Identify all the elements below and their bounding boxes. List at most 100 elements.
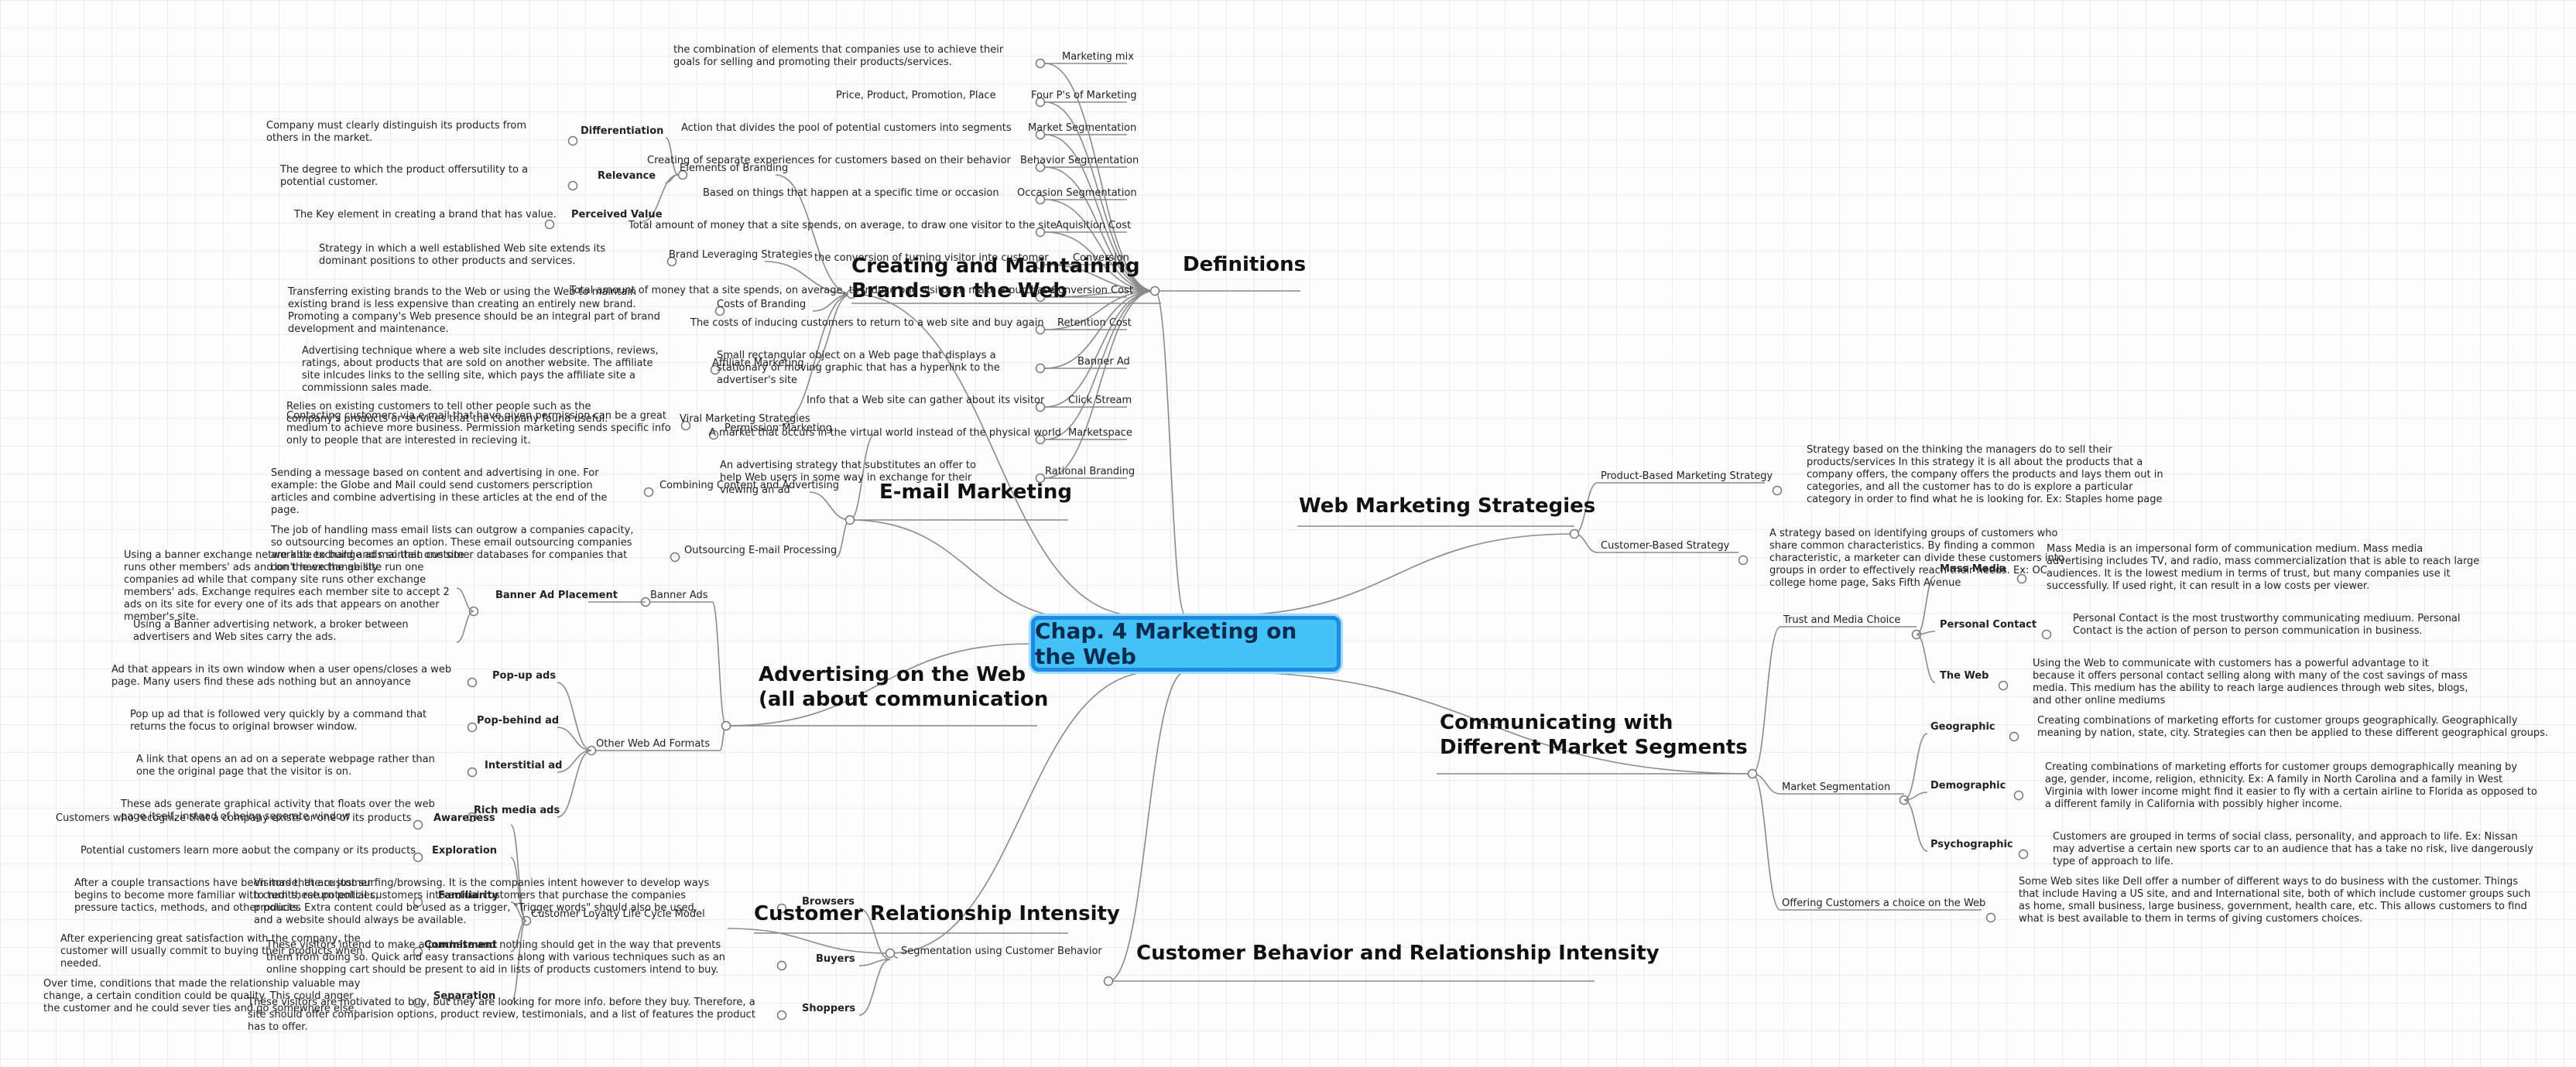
edge-central-advertising xyxy=(725,643,1032,727)
brand-costs-desc: Transferring existing brands to the Web … xyxy=(288,286,660,335)
ad-popbehind-term[interactable]: Pop-behind ad xyxy=(477,715,560,727)
element-toggle-1 xyxy=(567,180,578,191)
def-term-banner-ad[interactable]: Banner Ad xyxy=(1077,356,1130,368)
comm-personal-contact-term[interactable]: Personal Contact xyxy=(1940,619,2037,631)
edge-definition-11 xyxy=(1044,290,1156,440)
cri-exploration-term[interactable]: Exploration xyxy=(432,845,497,857)
brand-toggle-3 xyxy=(710,364,721,375)
edge-brand-3 xyxy=(807,293,852,371)
edge-definition-5 xyxy=(1044,231,1156,292)
edge-definition-3 xyxy=(1044,166,1156,292)
cri-lifecycle-label[interactable]: Customer Loyalty Life Cycle Model xyxy=(531,908,705,920)
ad-interstitial-desc: A link that opens an ad on a seperate we… xyxy=(136,754,435,778)
def-term-marketspace[interactable]: Marketspace xyxy=(1068,427,1132,439)
comm-choice-desc: Some Web sites like Dell offer a number … xyxy=(2019,876,2531,925)
branch-advertising[interactable]: Advertising on the Web (all about commun… xyxy=(759,663,1049,711)
branch-customer-relationship-intensity[interactable]: Customer Relationship Intensity xyxy=(754,902,1120,925)
comm-geographic-term[interactable]: Geographic xyxy=(1930,721,1995,733)
def-term-rational-branding[interactable]: Rational Branding xyxy=(1045,466,1136,477)
def-desc-conversion: the conversion of turning visitor into c… xyxy=(814,252,1049,264)
definitions-toggle xyxy=(1149,286,1160,296)
cri-awareness-term[interactable]: Awareness xyxy=(433,812,495,824)
def-term-conversion[interactable]: Conversion xyxy=(1073,252,1129,264)
def-toggle-11 xyxy=(1035,434,1046,445)
def-term-retention-cost[interactable]: Retention Cost xyxy=(1057,317,1132,329)
comm-segmentation-label[interactable]: Market Segmentation xyxy=(1782,781,1891,793)
branch-definitions[interactable]: Definitions xyxy=(1183,253,1307,276)
def-desc-retention-cost: The costs of inducing customers to retur… xyxy=(690,317,1044,329)
def-toggle-1 xyxy=(1035,97,1046,108)
branch-communicating-segments[interactable]: Communicating with Different Market Segm… xyxy=(1440,711,1748,759)
brand-viral-term[interactable]: Viral Marketing Strategies xyxy=(680,413,810,425)
cri-commitment-term[interactable]: Commitment xyxy=(424,939,498,951)
brand-elements-label[interactable]: Elements of Branding xyxy=(680,162,789,174)
strategy-product-based-term[interactable]: Product-Based Marketing Strategy xyxy=(1601,470,1773,482)
def-term-four-ps[interactable]: Four P's of Marketing xyxy=(1031,90,1137,101)
segment-toggle-0 xyxy=(776,903,787,914)
comm-choice-label[interactable]: Offering Customers a choice on the Web xyxy=(1782,898,1986,909)
cri-separation-term[interactable]: Separation xyxy=(433,990,496,1002)
brand-relevance-term[interactable]: Relevance xyxy=(598,170,656,182)
def-term-marketing-mix[interactable]: Marketing mix xyxy=(1062,51,1134,63)
edge-stage-1 xyxy=(510,857,527,922)
ad-banner-placement-label[interactable]: Banner Ad Placement xyxy=(495,590,618,601)
brand-leveraging-term[interactable]: Brand Leveraging Strategies xyxy=(669,249,813,261)
branch-web-marketing-strategies[interactable]: Web Marketing Strategies xyxy=(1299,494,1596,518)
def-toggle-10 xyxy=(1035,402,1046,412)
cri-buyers-desc: These visitors intend to make a purchase… xyxy=(266,939,726,976)
ad-other-formats-label[interactable]: Other Web Ad Formats xyxy=(596,738,711,750)
brand-differentiation-term[interactable]: Differentiation xyxy=(581,125,664,137)
comm-mass-media-term[interactable]: Mass Media xyxy=(1940,563,2006,575)
central-topic[interactable]: Chap. 4 Marketing on the Web xyxy=(1031,616,1341,672)
edge-comm-trust xyxy=(1752,626,1781,775)
comm-demographic-term[interactable]: Demographic xyxy=(1930,780,2006,792)
edge-format-3 xyxy=(557,750,592,818)
def-term-market-segmentation[interactable]: Market Segmentation xyxy=(1028,122,1137,134)
branch-email-marketing[interactable]: E-mail Marketing xyxy=(879,480,1072,504)
edge-email-2 xyxy=(835,519,851,558)
strategy-customer-toggle xyxy=(1738,555,1749,566)
trust-item-toggle-1 xyxy=(2041,629,2052,640)
ad-popup-term[interactable]: Pop-up ads xyxy=(492,670,557,682)
edge-comm-segmentation xyxy=(1752,773,1781,795)
comm-psychographic-term[interactable]: Psychographic xyxy=(1930,839,2013,850)
branch-customer-behavior[interactable]: Customer Behavior and Relationship Inten… xyxy=(1136,942,1660,965)
branch-creating-brands[interactable]: Creating and Maintaining Brands on the W… xyxy=(851,255,1140,303)
email-outsourcing-term[interactable]: Outsourcing E-mail Processing xyxy=(684,545,838,556)
edge-brand-1 xyxy=(764,261,852,295)
email-permission-term[interactable]: Permission Marketing xyxy=(724,422,833,434)
cri-awareness-desc: Customers who recognize that a company e… xyxy=(56,812,412,824)
communicating-toggle xyxy=(1747,768,1758,779)
def-desc-click-stream: Info that a Web site can gather about it… xyxy=(807,395,1045,406)
def-term-conversion-cost[interactable]: Conversion Cost xyxy=(1051,285,1133,296)
def-term-acquisition-cost[interactable]: Aquisition Cost xyxy=(1056,220,1132,231)
edge-definition-12 xyxy=(1044,290,1156,479)
email-combining-term[interactable]: Combining Content and Advertising xyxy=(659,480,839,491)
brand-costs-term[interactable]: Costs of Branding xyxy=(717,299,807,310)
ad-popup-desc: Ad that appears in its own window when a… xyxy=(111,664,452,688)
cri-browsers-term[interactable]: Browsers xyxy=(802,896,855,908)
ad-banner-ads-label[interactable]: Banner Ads xyxy=(650,590,708,601)
ad-richmedia-desc: These ads generate graphical activity th… xyxy=(121,799,435,822)
edge-segment-2 xyxy=(858,959,891,1016)
email-toggle-0 xyxy=(708,429,719,440)
brand-affiliate-term[interactable]: Affiliate Marketing xyxy=(712,357,804,369)
def-term-occasion-segmentation[interactable]: Occasion Segmentation xyxy=(1017,187,1137,199)
cri-buyers-term[interactable]: Buyers xyxy=(816,953,855,965)
comm-the-web-term[interactable]: The Web xyxy=(1940,670,1989,682)
comm-trust-label[interactable]: Trust and Media Choice xyxy=(1783,614,1901,626)
comm-geographic-desc: Creating combinations of marketing effor… xyxy=(2037,715,2549,739)
cri-shoppers-term[interactable]: Shoppers xyxy=(802,1003,856,1014)
def-term-behavior-segmentation[interactable]: Behavior Segmentation xyxy=(1020,155,1139,166)
cri-familiarity-term[interactable]: Familiarity xyxy=(438,890,499,901)
cri-toggle xyxy=(885,948,896,959)
edge-definition-1 xyxy=(1044,101,1156,292)
ad-interstitial-term[interactable]: Interstitial ad xyxy=(485,760,563,771)
stage-toggle-1 xyxy=(413,852,423,863)
trust-item-toggle-2 xyxy=(1998,680,2009,691)
cri-segmentation-label[interactable]: Segmentation using Customer Behavior xyxy=(901,946,1102,957)
ad-richmedia-term[interactable]: Rich media ads xyxy=(474,805,560,816)
strategy-customer-based-term[interactable]: Customer-Based Strategy xyxy=(1601,540,1730,552)
brand-perceived-value-term[interactable]: Perceived Value xyxy=(571,209,663,221)
def-term-click-stream[interactable]: Click Stream xyxy=(1068,395,1132,406)
